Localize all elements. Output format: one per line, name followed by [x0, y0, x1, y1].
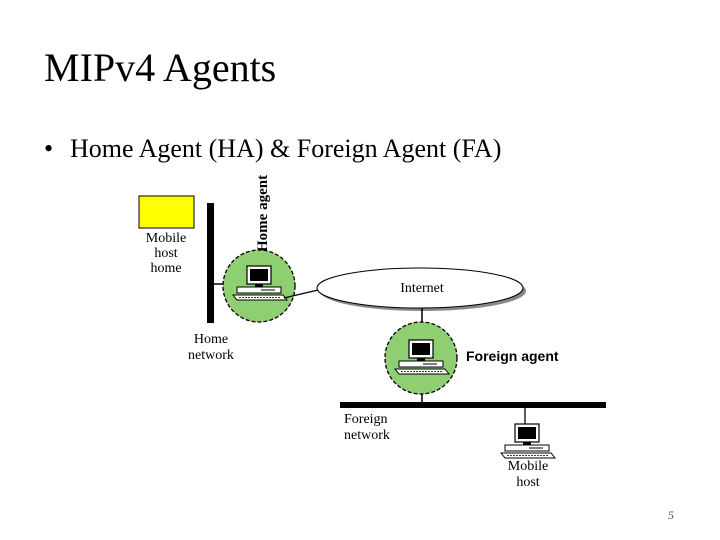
mobile-host-home-label-2: host: [154, 246, 177, 261]
mobile-host-home-label-3: home: [150, 261, 181, 276]
page-number: 5: [668, 508, 674, 522]
mobile-host-home-box: [138, 195, 195, 229]
mobile-host-label-1: Mobile: [508, 459, 548, 474]
home-network-line: [207, 203, 214, 323]
bullet-item: • Home Agent (HA) & Foreign Agent (FA): [44, 134, 501, 164]
foreign-network-line: [340, 402, 606, 408]
home-network-label-2: network: [188, 348, 234, 363]
slide-title: MIPv4 Agents: [44, 45, 277, 90]
foreign-agent-label: Foreign agent: [466, 348, 559, 364]
bullet-dot-icon: •: [44, 134, 54, 163]
home-network-label-1: Home: [194, 332, 228, 347]
internet-cloud: [316, 267, 524, 309]
mobile-host-computer-icon: [500, 423, 556, 459]
foreign-network-label-1: Foreign: [344, 412, 388, 427]
bullet-text: Home Agent (HA) & Foreign Agent (FA): [70, 134, 502, 163]
home-agent-label: Home agent: [255, 175, 271, 252]
mobile-host-label-2: host: [516, 475, 539, 490]
foreign-network-label-2: network: [344, 428, 390, 443]
mobile-host-home-label-1: Mobile: [146, 231, 186, 246]
internet-label: Internet: [400, 281, 444, 296]
